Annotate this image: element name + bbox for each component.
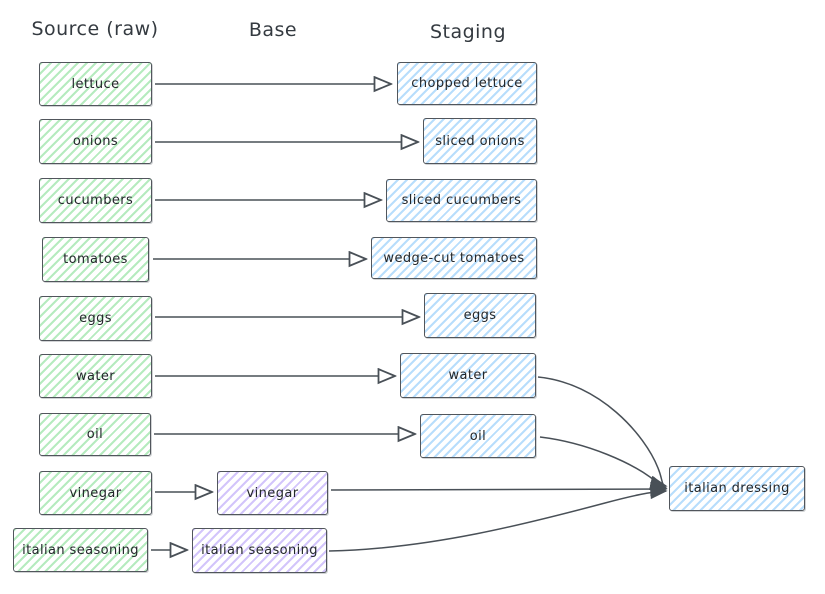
node-src-vinegar: vinegar (39, 471, 152, 515)
node-stg-eggs: eggs (424, 293, 536, 338)
node-src-lettuce: lettuce (39, 62, 152, 106)
edge-base-vinegar-to-dressing (330, 489, 666, 490)
node-src-water: water (39, 354, 152, 398)
node-src-oil: oil (39, 413, 151, 456)
node-src-onions: onions (39, 119, 152, 164)
node-stg-wedge-cut-tomatoes: wedge-cut tomatoes (371, 237, 537, 279)
node-italian-dressing: italian dressing (669, 466, 805, 511)
node-src-cucumbers: cucumbers (39, 178, 152, 223)
node-stg-sliced-onions: sliced onions (423, 118, 537, 164)
column-header-staging: Staging (429, 21, 507, 43)
node-stg-sliced-cucumbers: sliced cucumbers (386, 179, 537, 222)
node-src-tomatoes: tomatoes (42, 237, 149, 282)
column-header-base: Base (248, 19, 298, 41)
edge-stg-water-to-dressing (537, 376, 666, 486)
edge-stg-oil-to-dressing (539, 436, 666, 488)
node-src-italian-seasoning: italian seasoning (13, 528, 148, 572)
column-header-source: Source (raw) (31, 18, 159, 40)
node-stg-chopped-lettuce: chopped lettuce (397, 62, 537, 105)
node-base-vinegar: vinegar (217, 471, 328, 515)
edge-base-seasoning-to-dressing (328, 491, 666, 552)
node-src-eggs: eggs (39, 296, 152, 341)
node-stg-water: water (400, 353, 536, 398)
node-base-italian-seasoning: italian seasoning (192, 528, 327, 573)
node-stg-oil: oil (420, 414, 536, 458)
